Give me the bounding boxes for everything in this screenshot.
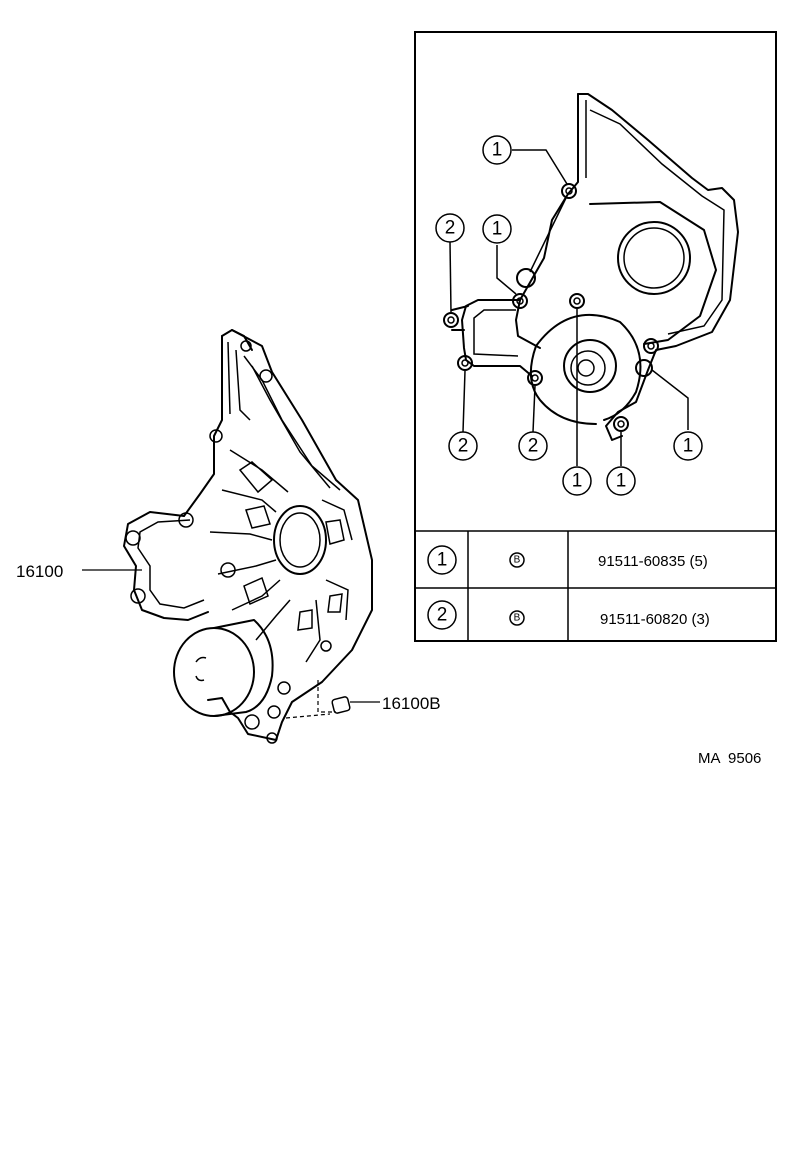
bolt-symbol-circle [509,610,525,626]
water-pump-cover-drawing [82,329,380,744]
callout-1-b: 1 [482,214,512,244]
callout-2-c: 2 [518,431,548,461]
row-key: 2 [437,605,448,626]
footer-code: MA 9506 [698,750,761,767]
callout-number: 1 [492,140,503,161]
table-row: 1 B 91511-60835 (5) [427,545,708,575]
callout-2-b: 2 [448,431,478,461]
table-row: 2 B 91511-60820 (3) [427,600,710,630]
callout-1-d: 1 [606,466,636,496]
bolt-symbol-circle [509,552,525,568]
bolt-holes [443,183,659,432]
callout-leaders [449,149,689,466]
part-number: 91511-60835 (5) [598,553,708,570]
callout-number: 2 [528,436,539,457]
callout-number: 1 [683,436,694,457]
bolt-location-panel [414,31,777,642]
row-key-circle [427,545,457,575]
callout-1-c: 1 [562,466,592,496]
callout-1-e: 1 [673,431,703,461]
callout-number: 2 [445,218,456,239]
row-key-circle [427,600,457,630]
cover-part-label: 16100 [16,562,63,581]
callout-number: 1 [492,219,503,240]
row-key: 1 [437,550,448,571]
part-number: 91511-60820 (3) [600,611,710,628]
cover-outline-drawing [451,93,739,441]
plug-part-label: 16100B [382,694,441,713]
bolt-symbol: B [514,555,521,566]
bolt-symbol: B [514,613,521,624]
bolt-table: 1 B 91511-60835 (5) 2 B 91511-60820 (3) [415,531,776,641]
callout-1-a: 1 [482,135,512,165]
callout-number: 2 [458,436,469,457]
callout-number: 1 [572,471,583,492]
callout-number: 1 [616,471,627,492]
callout-2-a: 2 [435,213,465,243]
